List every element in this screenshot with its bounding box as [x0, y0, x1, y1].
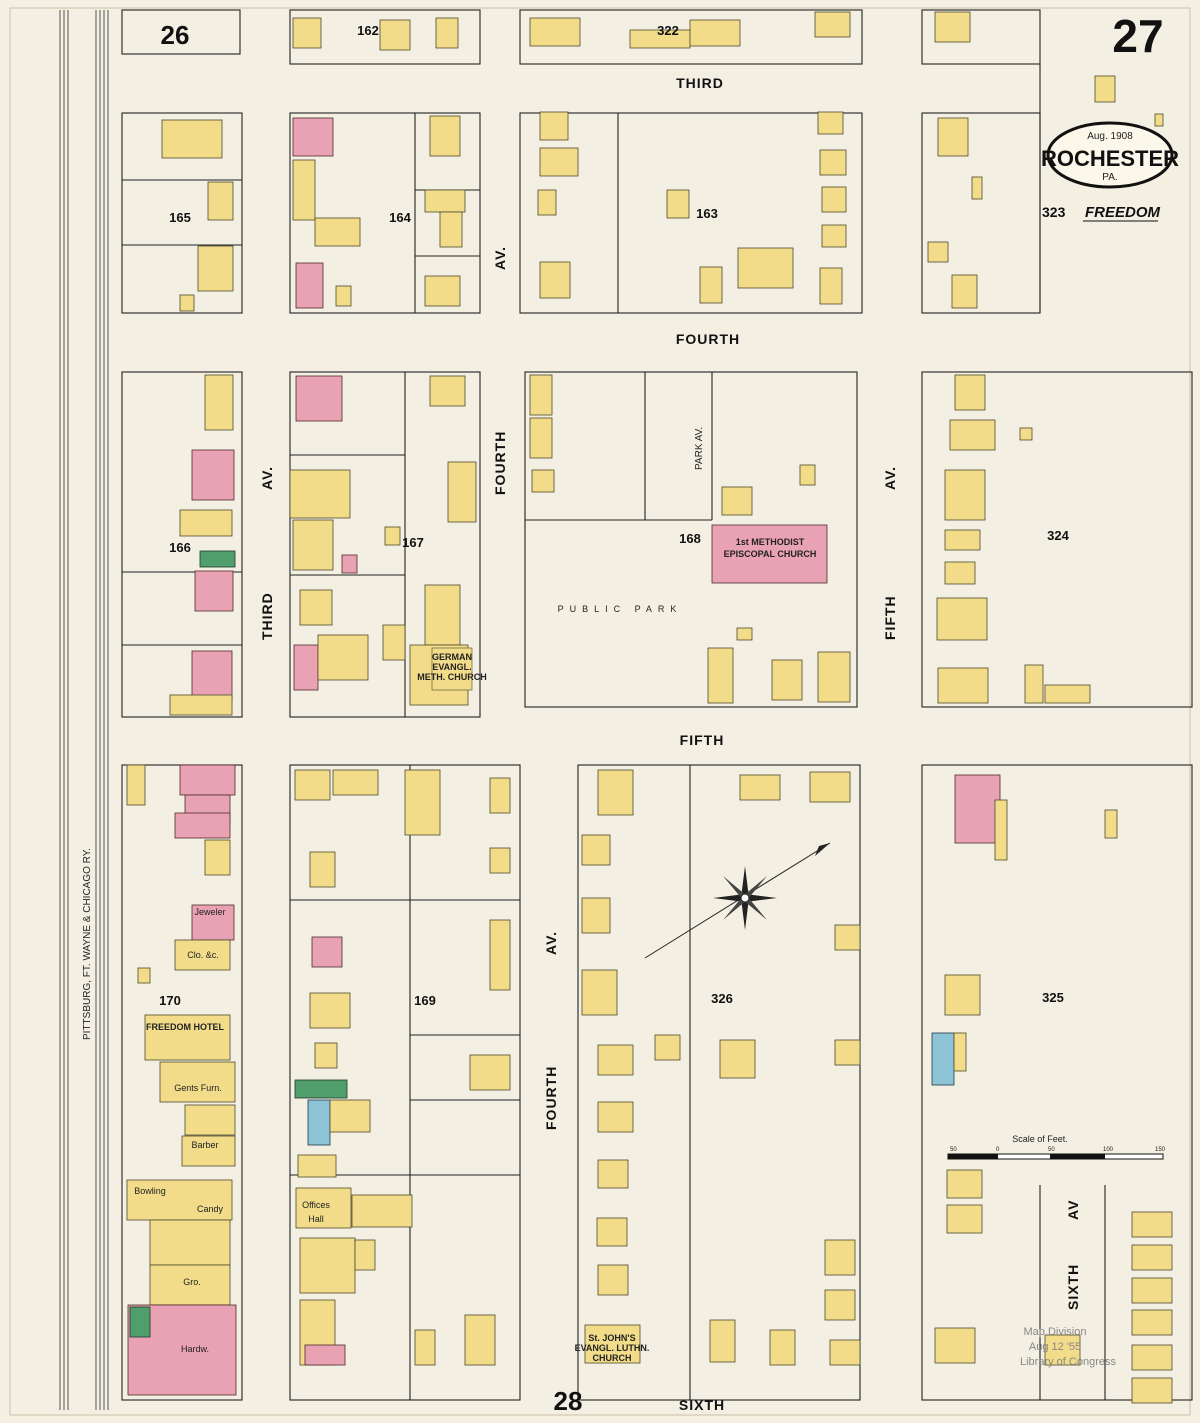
scale-of-feet: Scale of Feet. 50 0 50 100 150 — [947, 1134, 1166, 1160]
stamp-line3: Library of Congress — [1020, 1356, 1116, 1368]
barber-shop: Barber — [191, 1140, 218, 1150]
block-166: 166 — [169, 540, 191, 555]
block-326: 326 — [711, 991, 733, 1006]
street-fifth-av-suffix: AV. — [882, 466, 898, 490]
offices-label: Offices — [302, 1200, 330, 1210]
hall-label: Hall — [308, 1214, 324, 1224]
cartouche-state: PA. — [1102, 172, 1117, 183]
ref-freedom: FREEDOM — [1085, 204, 1161, 221]
german-church-line1: GERMAN — [432, 652, 472, 662]
block-325: 325 — [1042, 990, 1064, 1005]
stamp-line1: Map Division — [1024, 1326, 1087, 1338]
railroad-tracks — [59, 10, 109, 1410]
railroad-label: PITTSBURG, FT. WAYNE & CHICAGO RY. — [82, 848, 93, 1040]
german-church-line3: METH. CHURCH — [417, 672, 487, 682]
st-johns-church-line1: St. JOHN'S — [588, 1333, 635, 1343]
block-162: 162 — [357, 23, 379, 38]
compass-rose — [644, 842, 831, 959]
block-168: 168 — [679, 531, 701, 546]
street-third: THIRD — [676, 75, 724, 91]
methodist-church-line1: 1st METHODIST — [736, 537, 805, 547]
street-fourth-av-lower: FOURTH — [543, 1066, 559, 1130]
block-163: 163 — [696, 206, 718, 221]
st-johns-church-line3: CHURCH — [593, 1353, 632, 1363]
gents-furnishings-label: Gents Furn. — [174, 1083, 222, 1093]
scale-tick-50a: 50 — [950, 1147, 957, 1153]
block-322: 322 — [657, 23, 679, 38]
scale-tick-100: 100 — [1103, 1147, 1114, 1153]
street-park-av: PARK AV. — [694, 427, 705, 470]
clothing-label: Clo. &c. — [187, 950, 219, 960]
block-324: 324 — [1047, 528, 1069, 543]
street-third-av: THIRD — [259, 592, 275, 640]
street-sixth-av: SIXTH — [1065, 1264, 1081, 1310]
candy-shop: Candy — [197, 1204, 224, 1214]
library-stamp: Map Division Aug 12 '55 Library of Congr… — [1020, 1326, 1116, 1368]
methodist-church-line2: EPISCOPAL CHURCH — [724, 549, 817, 559]
street-fourth-av-upper-suffix: AV. — [492, 246, 508, 270]
public-park: PUBLIC PARK — [558, 604, 683, 614]
stamp-line2: Aug 12 '55 — [1029, 1341, 1081, 1353]
scale-tick-50b: 50 — [1048, 1147, 1055, 1153]
title-cartouche: Aug. 1908 ROCHESTER PA. — [1041, 121, 1179, 189]
cartouche-date: Aug. 1908 — [1087, 131, 1133, 142]
adjacent-sheet-26: 26 — [161, 20, 190, 50]
adjacent-sheet-box — [121, 9, 241, 55]
page-number: 27 — [1112, 10, 1163, 62]
grocery: Gro. — [183, 1277, 201, 1287]
freedom-hotel: FREEDOM HOTEL — [146, 1022, 225, 1032]
bowling-label: Bowling — [134, 1186, 166, 1196]
street-fourth-av-lower-suffix: AV. — [543, 931, 559, 955]
sheet-border — [9, 7, 1191, 1416]
block-167: 167 — [402, 535, 424, 550]
street-fifth-av: FIFTH — [882, 595, 898, 640]
block-numbers: 162 322 165 164 163 166 167 168 324 170 … — [159, 23, 1069, 1008]
street-sixth: SIXTH — [679, 1397, 725, 1413]
adjacent-sheet-28: 28 — [554, 1386, 583, 1416]
block-outlines — [121, 9, 1193, 1401]
street-sixth-av-suffix: AV — [1065, 1200, 1081, 1220]
scale-tick-150: 150 — [1155, 1147, 1166, 1153]
street-fourth: FOURTH — [676, 331, 740, 347]
ref-323: 323 — [1042, 204, 1066, 220]
cartouche-city: ROCHESTER — [1041, 146, 1179, 171]
block-165: 165 — [169, 210, 191, 225]
street-fourth-av-upper: FOURTH — [492, 431, 508, 495]
hardware-store: Hardw. — [181, 1344, 209, 1354]
street-fifth: FIFTH — [680, 732, 725, 748]
buildings — [126, 11, 1173, 1404]
block-170: 170 — [159, 993, 181, 1008]
street-third-av-suffix: AV. — [259, 466, 275, 490]
block-164: 164 — [389, 210, 411, 225]
st-johns-church-line2: EVANGL. LUTHN. — [575, 1343, 650, 1353]
jeweler-label: Jeweler — [194, 907, 225, 917]
german-church-line2: EVANGL. — [432, 662, 471, 672]
block-169: 169 — [414, 993, 436, 1008]
scale-title: Scale of Feet. — [1012, 1134, 1068, 1144]
scale-tick-0: 0 — [996, 1147, 1000, 1153]
